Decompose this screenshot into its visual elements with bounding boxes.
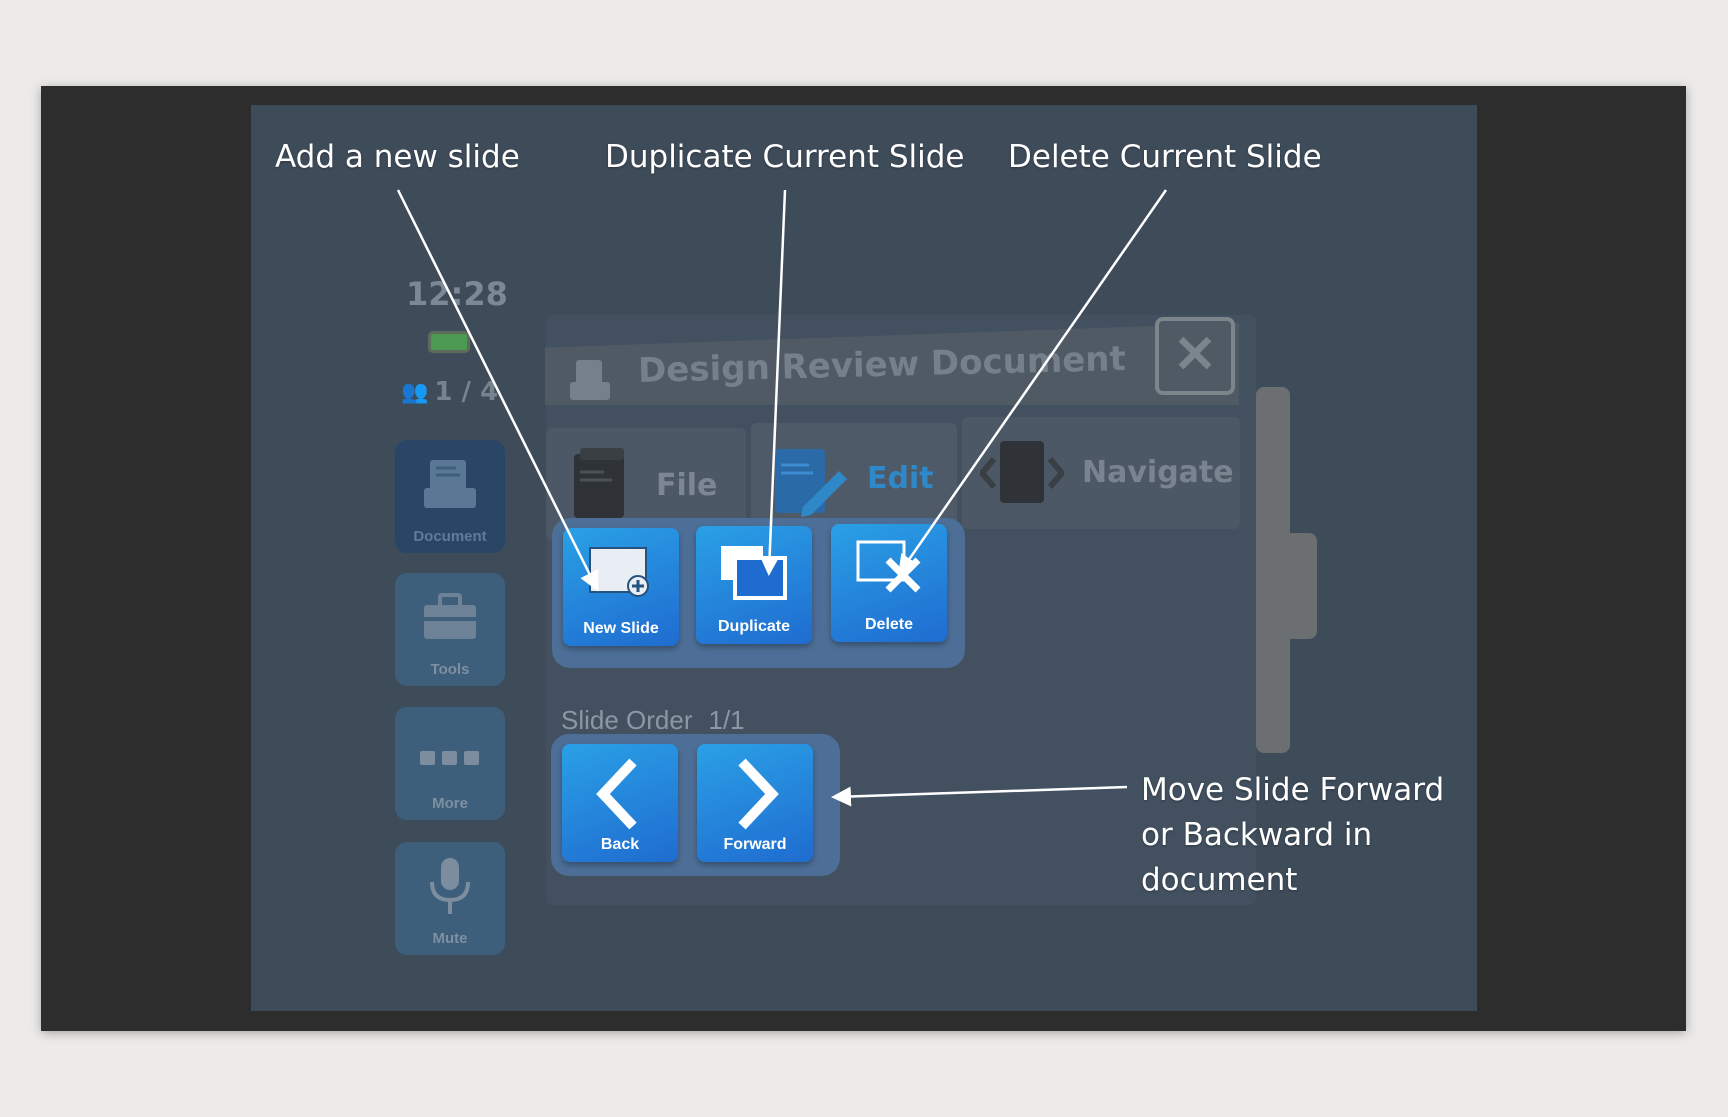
battery-icon: [428, 331, 470, 353]
button-label: Back: [600, 836, 640, 853]
vr-scene: 12:28 👥 1 / 4 Document Tools More: [251, 105, 1477, 1011]
tab-navigate[interactable]: Navigate: [962, 417, 1240, 529]
users-icon: 👥: [401, 379, 429, 405]
annotation-move-line2: or Backward in: [1141, 817, 1373, 853]
sidebar-item-label: More: [432, 795, 468, 812]
annotation-move-line1: Move Slide Forward: [1141, 772, 1445, 808]
move-slide-arrow: [831, 785, 1128, 807]
forward-button[interactable]: Forward: [697, 744, 813, 862]
back-button[interactable]: Back: [562, 744, 678, 862]
slide-order-label: Slide Order 1/1: [561, 705, 745, 736]
sidebar-item-mute[interactable]: Mute: [395, 842, 505, 955]
file-icon: [574, 448, 624, 518]
slide-order-text: Slide Order: [561, 705, 693, 735]
duplicate-button[interactable]: Duplicate: [696, 526, 812, 644]
new-slide-icon: [589, 547, 649, 597]
annotation-add-slide: Add a new slide: [275, 139, 520, 175]
more-icon: [420, 751, 479, 765]
slide-order-value: 1/1: [708, 705, 745, 735]
tab-label: Navigate: [1082, 455, 1234, 490]
scroll-grip[interactable]: [1281, 533, 1317, 639]
annotation-move-line3: document: [1141, 862, 1298, 898]
sidebar-item-label: Tools: [430, 661, 470, 678]
delete-arrow: [898, 189, 1168, 576]
annotation-duplicate: Duplicate Current Slide: [605, 139, 965, 175]
chevron-right-icon: [738, 758, 779, 830]
button-label: New Slide: [583, 620, 659, 637]
duplicate-arrow: [759, 189, 787, 576]
chevron-left-icon: [596, 758, 637, 830]
sidebar-item-document[interactable]: Document: [395, 440, 505, 553]
sidebar-item-label: Mute: [432, 930, 468, 947]
document-icon: [424, 460, 476, 508]
button-label: Forward: [723, 836, 787, 853]
navigate-icon: [980, 441, 1064, 503]
edit-icon: [775, 449, 847, 517]
tab-label: Edit: [867, 461, 934, 496]
annotation-arrows: [396, 189, 1168, 807]
close-button[interactable]: ✕: [1155, 317, 1235, 395]
document-icon: [570, 360, 610, 400]
button-label: Delete: [864, 616, 914, 633]
sidebar-item-more[interactable]: More: [395, 707, 505, 820]
tab-label: File: [656, 468, 718, 503]
user-count-text: 1 / 4: [434, 377, 499, 407]
microphone-icon: [430, 858, 470, 914]
annotation-delete: Delete Current Slide: [1008, 139, 1322, 175]
user-count: 👥 1 / 4: [401, 377, 498, 407]
sidebar-item-tools[interactable]: Tools: [395, 573, 505, 686]
toolbox-icon: [424, 593, 476, 639]
sidebar-item-label: Document: [413, 528, 487, 545]
tab-edit[interactable]: Edit: [751, 423, 957, 535]
add-slide-arrow: [396, 189, 599, 592]
button-label: Duplicate: [717, 618, 790, 635]
